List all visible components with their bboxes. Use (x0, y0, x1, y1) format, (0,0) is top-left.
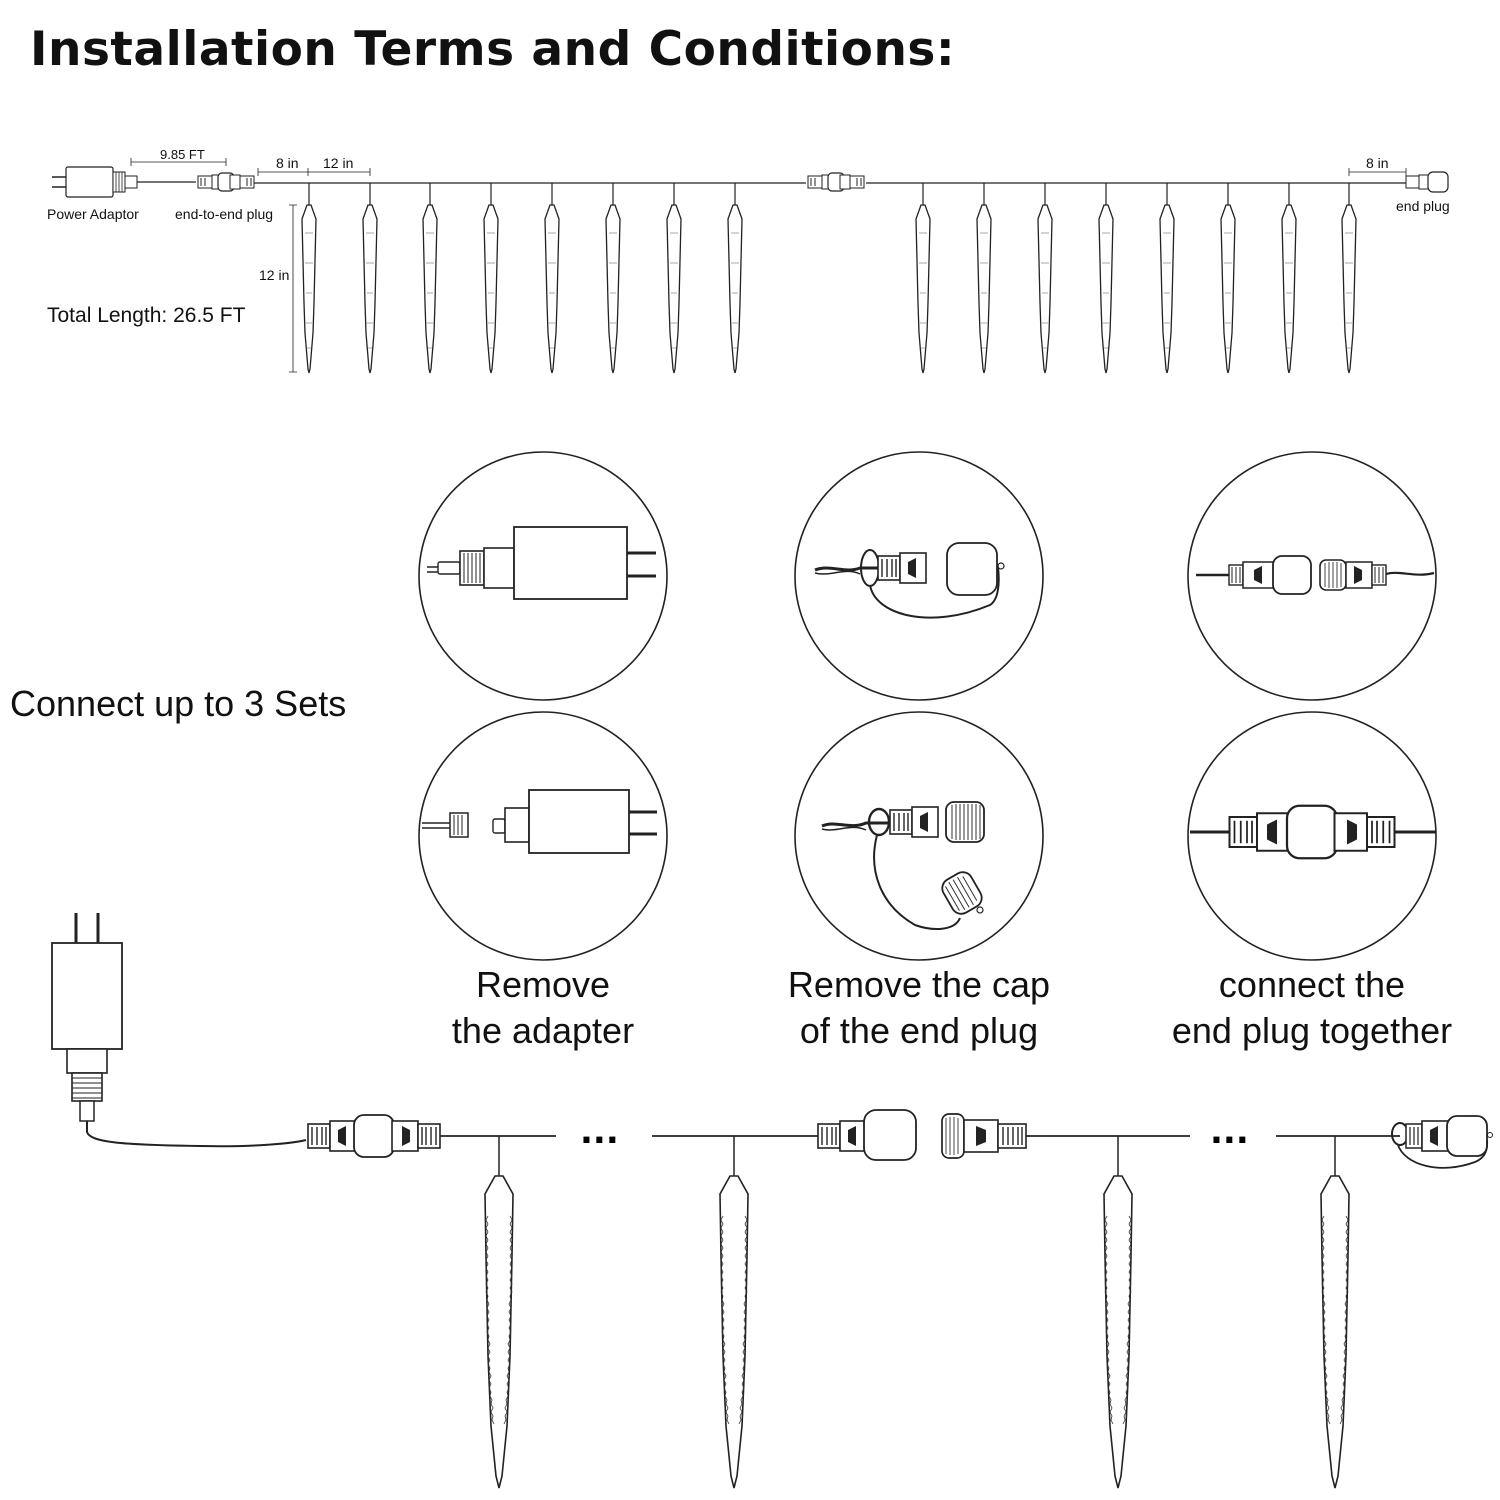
bottom-connection-diagram: ... ... (51, 913, 1493, 1489)
step-1-caption: Remove the adapter (452, 962, 634, 1054)
icicle (605, 182, 621, 374)
icicle (915, 182, 931, 374)
ellipsis-1: ... (580, 1112, 619, 1152)
icicle-large (1320, 1135, 1350, 1489)
step-1-after-circle (418, 711, 668, 961)
icicle (1341, 182, 1357, 374)
icicle (362, 182, 378, 374)
step-2-caption-line-2: of the end plug (799, 1010, 1039, 1051)
icicle (301, 182, 317, 374)
cable-length-label: 9.85 FT (160, 147, 205, 162)
step-1-caption-line-1: Remove (475, 964, 611, 1005)
icicle (666, 182, 682, 374)
end-to-end-plug-small (197, 172, 255, 192)
icicle-large (719, 1135, 749, 1489)
connect-sets-label: Connect up to 3 Sets (10, 683, 347, 724)
page-title: Installation Terms and Conditions: (30, 22, 956, 77)
power-adaptor-small (52, 166, 196, 198)
icicle (483, 182, 499, 374)
step-3-after-circle (1187, 711, 1437, 961)
icicle (727, 182, 743, 374)
end-to-end-plug-large (307, 1114, 441, 1158)
icicle (544, 182, 560, 374)
icicle (1098, 182, 1114, 374)
middle-plug-pair (817, 1109, 1048, 1161)
spacing-label: 12 in (323, 155, 354, 171)
power-adaptor-label: Power Adaptor (47, 206, 139, 222)
step-2-before-circle (794, 451, 1044, 701)
icicle (422, 182, 438, 374)
step-1-caption-line-2: the adapter (451, 1010, 635, 1051)
end-gap-label: 8 in (1366, 155, 1389, 171)
total-length-label: Total Length: 26.5 FT (47, 304, 246, 327)
icicle (1220, 182, 1236, 374)
icicle (976, 182, 992, 374)
end-gap-dimension (1348, 168, 1407, 176)
step-3-caption-line-2: end plug together (1171, 1010, 1453, 1051)
end-plug-large (1391, 1115, 1493, 1169)
cable-length-dimension (130, 158, 227, 166)
top-string-diagram (52, 158, 1449, 374)
icicle (1281, 182, 1297, 374)
power-adaptor-large (51, 913, 307, 1148)
end-plug-label: end plug (1396, 198, 1450, 214)
icicle (1159, 182, 1175, 374)
step-2-caption-line-1: Remove the cap (787, 964, 1051, 1005)
step-1-before-circle (418, 451, 668, 701)
end-to-end-plug-label: end-to-end plug (175, 206, 274, 222)
end-plug-small (1405, 171, 1449, 193)
step-2-after-circle (794, 711, 1044, 961)
spacing-dimension (257, 168, 371, 176)
ellipsis-2: ... (1210, 1112, 1249, 1152)
icicle-length-dimension (289, 204, 297, 373)
middle-connector-small (807, 172, 865, 192)
step-3-caption: connect the end plug together (1172, 962, 1452, 1054)
step-3-caption-line-1: connect the (1218, 964, 1406, 1005)
step-2-caption: Remove the cap of the end plug (788, 962, 1050, 1054)
icicle-large (484, 1135, 514, 1489)
step-3-before-circle (1187, 451, 1437, 701)
icicle-large (1103, 1135, 1133, 1489)
icicle-length-label: 12 in (259, 267, 290, 283)
first-gap-label: 8 in (276, 155, 299, 171)
icicle (1037, 182, 1053, 374)
